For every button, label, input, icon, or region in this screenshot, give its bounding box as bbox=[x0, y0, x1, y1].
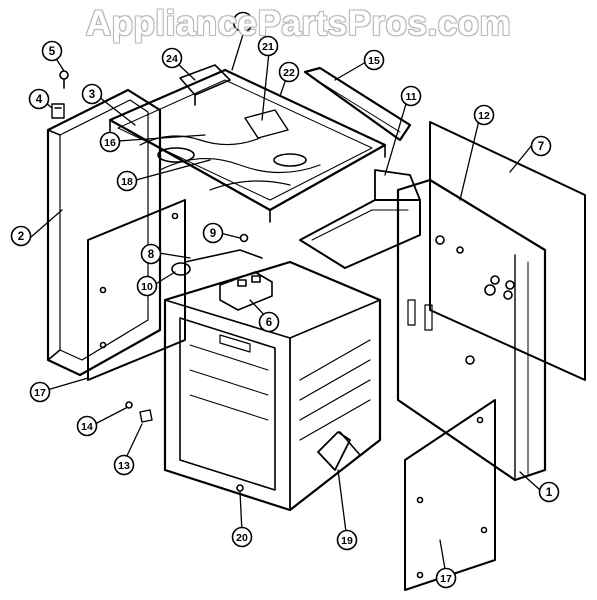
callout-c7: 7 bbox=[530, 135, 552, 157]
callout-number: 2 bbox=[240, 17, 246, 29]
callout-number: 11 bbox=[405, 91, 416, 103]
part-11-vent-duct bbox=[299, 169, 421, 269]
part-17-right-sheet bbox=[404, 399, 496, 591]
callout-circle bbox=[41, 40, 63, 62]
callout-c16: 16 bbox=[99, 131, 121, 153]
callout-c4: 4 bbox=[28, 88, 50, 110]
callout-circle bbox=[231, 526, 253, 548]
callout-number: 9 bbox=[210, 228, 216, 240]
callout-circle bbox=[28, 88, 50, 110]
callout-number: 20 bbox=[236, 532, 248, 544]
callout-number: 10 bbox=[141, 281, 153, 293]
callout-circle bbox=[76, 415, 98, 437]
part-8-igniter bbox=[171, 249, 263, 276]
callout-c14: 14 bbox=[76, 415, 98, 437]
callout-c11: 11 bbox=[400, 85, 422, 107]
callout-number: 12 bbox=[478, 110, 490, 122]
part-3-cooktop-base bbox=[108, 68, 387, 223]
callout-c18: 18 bbox=[116, 170, 138, 192]
part-13-bracket bbox=[139, 409, 153, 423]
part-17-left-sheet bbox=[87, 199, 186, 381]
callout-number: 4 bbox=[36, 94, 43, 106]
callout-c20: 20 bbox=[231, 526, 253, 548]
part-14-screw bbox=[125, 401, 133, 409]
callout-circle bbox=[99, 131, 121, 153]
callout-c1: 1 bbox=[538, 481, 560, 503]
part-9-screw bbox=[239, 233, 249, 243]
callout-circle bbox=[400, 85, 422, 107]
callout-circle bbox=[202, 222, 224, 244]
callout-number: 22 bbox=[283, 67, 295, 79]
callout-c15: 15 bbox=[363, 49, 385, 71]
callout-circle bbox=[81, 83, 103, 105]
part-5-screw bbox=[59, 70, 69, 89]
callout-c22: 22 bbox=[278, 61, 300, 83]
callout-circle bbox=[113, 454, 135, 476]
callout-number: 2 bbox=[18, 231, 24, 243]
callout-number: 24 bbox=[166, 53, 178, 65]
part-2-side-panel bbox=[46, 88, 162, 377]
callout-c5: 5 bbox=[41, 40, 63, 62]
callout-circle bbox=[257, 35, 279, 57]
part-15-vent-trim bbox=[303, 66, 412, 142]
callout-c8: 8 bbox=[140, 243, 162, 265]
part-4-clip bbox=[51, 103, 65, 119]
callout-circle bbox=[29, 381, 51, 403]
callout-c17a: 17 bbox=[29, 381, 51, 403]
callout-circle bbox=[435, 567, 457, 589]
callout-circle bbox=[363, 49, 385, 71]
part-12-back-frame bbox=[396, 178, 547, 482]
callout-number: 17 bbox=[34, 387, 46, 399]
callout-circle bbox=[530, 135, 552, 157]
callout-number: 7 bbox=[538, 141, 544, 153]
callout-number: 6 bbox=[266, 317, 272, 329]
callout-c3: 3 bbox=[81, 83, 103, 105]
callout-c6: 6 bbox=[258, 311, 280, 333]
callout-number: 17 bbox=[440, 573, 452, 585]
leader-lines bbox=[30, 27, 541, 576]
callout-c10: 10 bbox=[136, 275, 158, 297]
callout-circle bbox=[473, 104, 495, 126]
callout-number: 3 bbox=[89, 89, 95, 101]
callout-number: 5 bbox=[49, 46, 56, 58]
callout-number: 21 bbox=[262, 41, 274, 53]
callout-c2a: 2 bbox=[232, 11, 254, 33]
callout-circle bbox=[278, 61, 300, 83]
callout-circle bbox=[10, 225, 32, 247]
callout-number: 13 bbox=[118, 460, 130, 472]
callout-number: 8 bbox=[148, 249, 155, 261]
callout-number: 1 bbox=[546, 487, 553, 499]
callout-c17b: 17 bbox=[435, 567, 457, 589]
callout-c24: 24 bbox=[161, 47, 183, 69]
part-20-screw bbox=[236, 484, 244, 492]
callout-circle bbox=[258, 311, 280, 333]
callout-number: 14 bbox=[81, 421, 93, 433]
callout-number: 16 bbox=[104, 137, 116, 149]
part-7-rear-panel bbox=[429, 121, 586, 381]
callout-number: 15 bbox=[368, 55, 380, 67]
part-19-hinge bbox=[317, 431, 361, 471]
callout-circle bbox=[538, 481, 560, 503]
callout-circle bbox=[116, 170, 138, 192]
callout-circle bbox=[232, 11, 254, 33]
callout-c13: 13 bbox=[113, 454, 135, 476]
callout-circle bbox=[161, 47, 183, 69]
callout-circle bbox=[140, 243, 162, 265]
callout-circle bbox=[136, 275, 158, 297]
callout-circle bbox=[336, 529, 358, 551]
callout-c9: 9 bbox=[202, 222, 224, 244]
oven-cavity bbox=[163, 260, 382, 512]
part-6-burner-bracket bbox=[219, 271, 273, 311]
callout-number: 18 bbox=[121, 176, 133, 188]
callout-c19: 19 bbox=[336, 529, 358, 551]
callout-c2b: 2 bbox=[10, 225, 32, 247]
callout-c12: 12 bbox=[473, 104, 495, 126]
callout-c21: 21 bbox=[257, 35, 279, 57]
callout-number: 19 bbox=[341, 535, 353, 547]
part-24-bracket bbox=[179, 64, 231, 106]
